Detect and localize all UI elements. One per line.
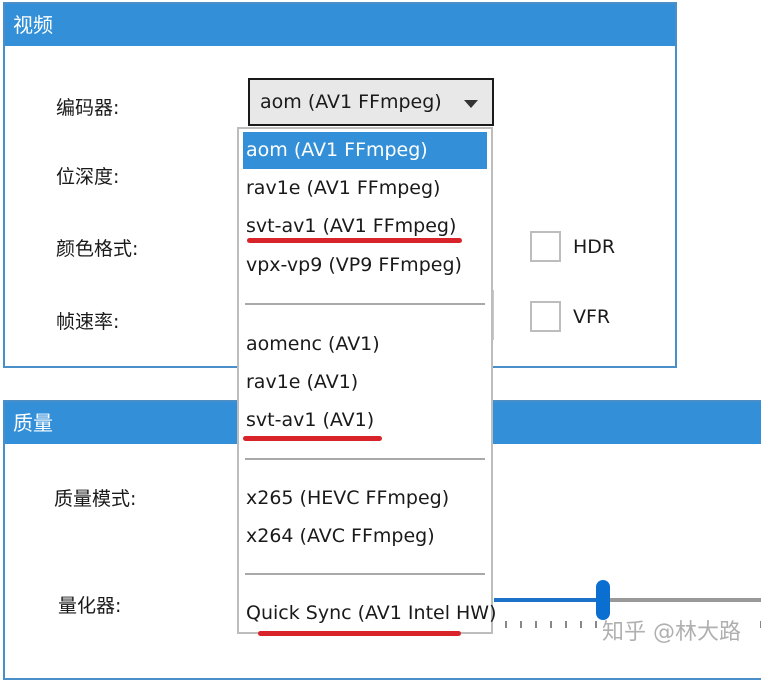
dropdown-separator bbox=[245, 458, 485, 460]
slider-tick bbox=[535, 621, 537, 628]
dropdown-item-aomenc[interactable]: aomenc (AV1) bbox=[246, 333, 380, 355]
slider-tick bbox=[520, 621, 522, 628]
encoder-label: 编码器: bbox=[56, 97, 120, 119]
quality-mode-label: 质量模式: bbox=[54, 488, 137, 510]
video-panel-header: 视频 bbox=[5, 4, 675, 46]
dropdown-separator bbox=[245, 303, 485, 305]
watermark: 知乎 @林大路 bbox=[602, 620, 741, 645]
quantizer-slider-track[interactable] bbox=[604, 598, 761, 602]
dropdown-item-svt-av1-ffmpeg[interactable]: svt-av1 (AV1 FFmpeg) bbox=[246, 215, 457, 237]
chevron-down-icon[interactable] bbox=[464, 100, 478, 108]
quantizer-slider-track-filled[interactable] bbox=[494, 598, 604, 602]
slider-tick bbox=[505, 621, 507, 628]
quantizer-slider-thumb[interactable] bbox=[596, 580, 610, 620]
vfr-checkbox-label[interactable]: VFR bbox=[573, 306, 611, 328]
frame-rate-label: 帧速率: bbox=[56, 311, 120, 333]
slider-tick bbox=[595, 621, 597, 628]
dropdown-item-quick-sync-av1[interactable]: Quick Sync (AV1 Intel HW) bbox=[246, 602, 497, 624]
bit-depth-label: 位深度: bbox=[56, 166, 120, 188]
quantizer-label: 量化器: bbox=[58, 595, 122, 617]
encoder-combobox[interactable]: aom (AV1 FFmpeg) bbox=[248, 78, 494, 126]
vfr-checkbox[interactable] bbox=[530, 301, 561, 332]
dropdown-item-x264-ffmpeg[interactable]: x264 (AVC FFmpeg) bbox=[246, 525, 435, 547]
hdr-checkbox[interactable] bbox=[530, 231, 561, 262]
dropdown-item-rav1e[interactable]: rav1e (AV1) bbox=[246, 371, 359, 393]
dropdown-item-aom-ffmpeg[interactable]: aom (AV1 FFmpeg) bbox=[243, 132, 487, 169]
dropdown-item-vpx-vp9-ffmpeg[interactable]: vpx-vp9 (VP9 FFmpeg) bbox=[246, 254, 462, 276]
dropdown-item-x265-ffmpeg[interactable]: x265 (HEVC FFmpeg) bbox=[246, 487, 450, 509]
dropdown-separator bbox=[245, 573, 485, 575]
dropdown-item-svt-av1[interactable]: svt-av1 (AV1) bbox=[246, 409, 375, 431]
slider-tick bbox=[550, 621, 552, 628]
color-format-label: 颜色格式: bbox=[56, 238, 139, 260]
slider-tick bbox=[565, 621, 567, 628]
annotation-underline bbox=[247, 238, 462, 243]
encoder-combobox-value: aom (AV1 FFmpeg) bbox=[260, 91, 442, 113]
dropdown-item-rav1e-ffmpeg[interactable]: rav1e (AV1 FFmpeg) bbox=[246, 177, 441, 199]
encoder-dropdown-list[interactable]: aom (AV1 FFmpeg) rav1e (AV1 FFmpeg) svt-… bbox=[237, 127, 497, 634]
slider-tick bbox=[580, 621, 582, 628]
annotation-underline bbox=[258, 631, 461, 636]
hdr-checkbox-label[interactable]: HDR bbox=[573, 236, 616, 258]
annotation-underline bbox=[243, 436, 382, 441]
